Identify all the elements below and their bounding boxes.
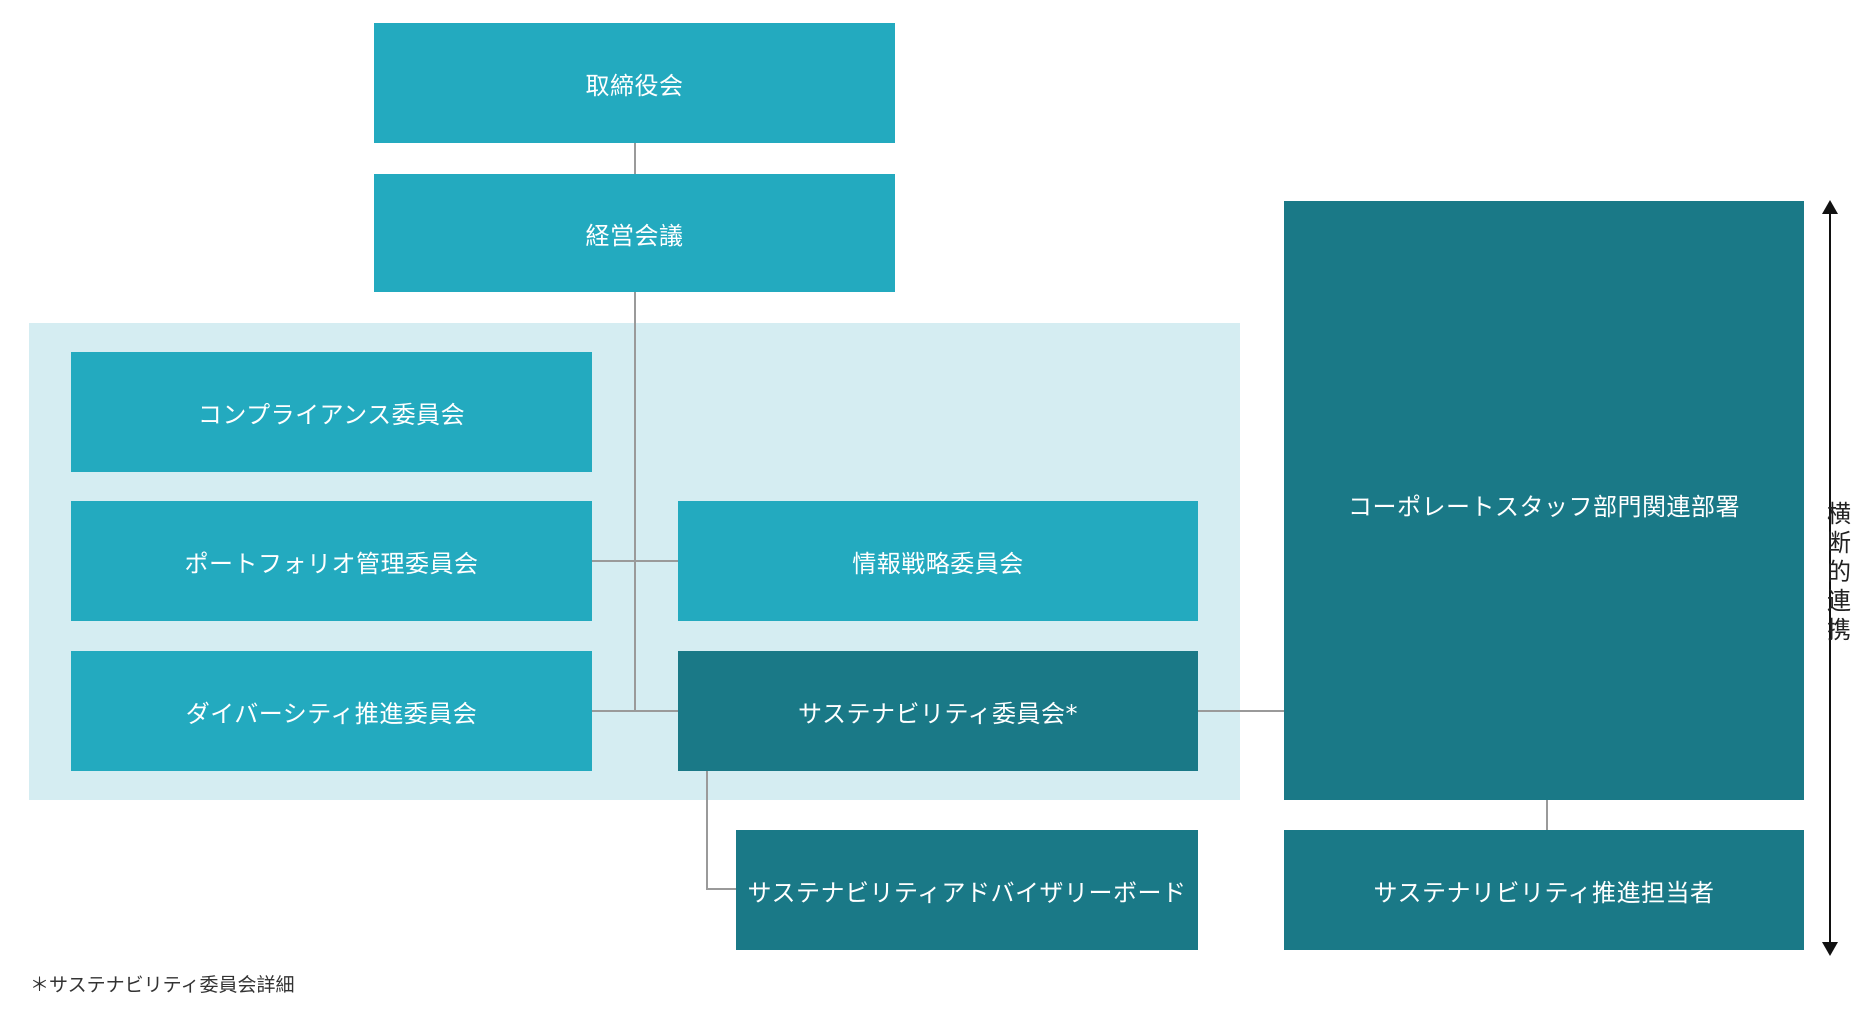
compliance-committee-label: コンプライアンス委員会: [197, 400, 466, 429]
portfolio-committee-label: ポートフォリオ管理委員会: [184, 549, 479, 578]
side-label-char: 断: [1827, 529, 1851, 557]
corporate-staff-departments-label: コーポレートスタッフ部門関連部署: [1348, 493, 1740, 521]
cross-functional-label: 横 断 的 連 携: [1824, 500, 1854, 645]
side-label-char: 携: [1827, 616, 1851, 644]
connector-sustainability-staff: [1198, 710, 1284, 712]
side-label-char: 横: [1827, 500, 1851, 528]
connector-portfolio: [592, 560, 635, 562]
connector-sustainability-advisory-horizontal: [706, 888, 736, 890]
arrow-down-icon: [1822, 942, 1838, 956]
connector-info-strategy: [635, 560, 678, 562]
connector-management-trunk: [634, 292, 636, 712]
management-meeting-label: 経営会議: [585, 221, 684, 250]
cross-functional-arrow: [1829, 212, 1831, 944]
info-strategy-committee-box: 情報戦略委員会: [678, 501, 1198, 621]
diversity-committee-label: ダイバーシティ推進委員会: [185, 699, 478, 728]
sustainability-committee-label: サステナビリティ委員会*: [797, 699, 1079, 728]
arrow-up-icon: [1822, 200, 1838, 214]
board-of-directors-box: 取締役会: [374, 23, 895, 143]
connector-staff-promoter: [1546, 800, 1548, 830]
corporate-staff-departments-box: コーポレートスタッフ部門関連部署: [1284, 201, 1804, 800]
portfolio-committee-box: ポートフォリオ管理委員会: [71, 501, 592, 621]
side-label-char: 的: [1827, 558, 1851, 586]
footnote-link[interactable]: ＊サステナビリティ委員会詳細: [30, 974, 295, 996]
info-strategy-committee-label: 情報戦略委員会: [852, 549, 1024, 578]
sustainability-advisory-board-label: サステナビリティアドバイザリーボード: [747, 878, 1187, 907]
diversity-committee-box: ダイバーシティ推進委員会: [71, 651, 592, 771]
sustainability-advisory-board-box: サステナビリティアドバイザリーボード: [736, 830, 1198, 950]
compliance-committee-box: コンプライアンス委員会: [71, 352, 592, 472]
sustainability-committee-box: サステナビリティ委員会*: [678, 651, 1198, 771]
connector-diversity: [592, 710, 678, 712]
sustainability-promoter-label: サステナリビリティ推進担当者: [1373, 878, 1715, 907]
connector-board-management: [634, 143, 636, 174]
board-of-directors-label: 取締役会: [585, 71, 684, 100]
connector-sustainability-advisory-vertical: [706, 770, 708, 890]
side-label-char: 連: [1827, 587, 1851, 615]
management-meeting-box: 経営会議: [374, 174, 895, 292]
sustainability-promoter-box: サステナリビリティ推進担当者: [1284, 830, 1804, 950]
